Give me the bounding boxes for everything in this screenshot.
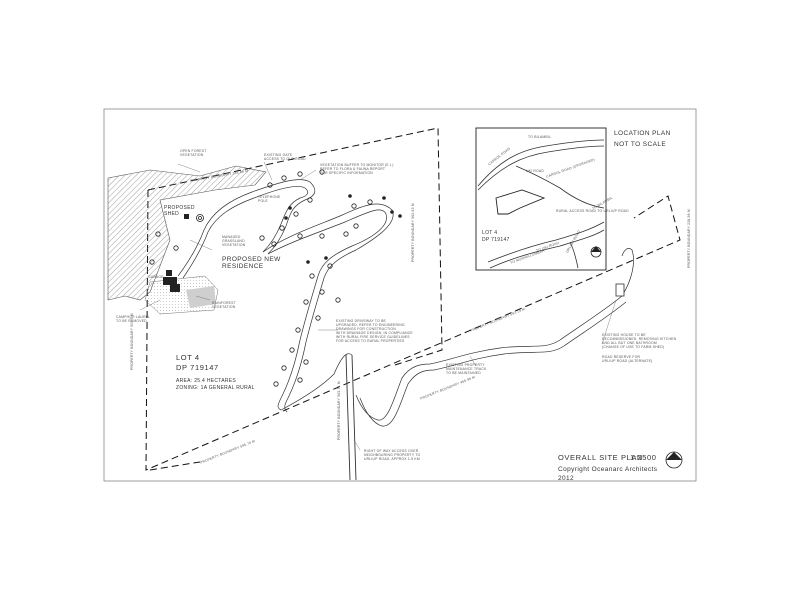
managed-vegetation-note: MANAGED GRASSLAND VEGETATION	[222, 235, 246, 247]
boundary-centre-note: PROPERTY BOUNDARY 562.63 M	[411, 203, 415, 262]
right-of-way-note: RIGHT OF WAY ACCESS OVER NEIGHBOURING PR…	[364, 449, 421, 461]
gate-access-note: EXISTING GATE ACCESS TO OLD ROAD	[264, 153, 306, 161]
garage-label: GARAGE	[148, 275, 164, 279]
boundary-right-note: PROPERTY BOUNDARY 228.98 M	[687, 209, 691, 268]
road-reserve-note: ROAD RESERVE FOR URLIUP ROAD (ALTERNATE)	[602, 355, 653, 363]
open-forest-note: OPEN FOREST VEGETATION	[180, 149, 207, 157]
existing-track-note: EXISTING PROPERTY MAINTENANCE TRACK TO B…	[446, 363, 487, 375]
open-forest-vegetation	[107, 165, 267, 301]
proposed-residence-label: PROPOSED NEW RESIDENCE	[222, 256, 281, 271]
vegetation-buffer-note: VEGETATION BUFFER TO MONITOR (E.I.) REFE…	[320, 163, 394, 175]
site-plan-title: OVERALL SITE PLAN	[558, 453, 643, 462]
property-boundary	[145, 127, 681, 471]
location-plan-inset	[475, 127, 607, 271]
telephone-note: TELEPHONE POLE	[258, 195, 281, 203]
inset-lot-label: LOT 4	[482, 230, 498, 236]
inset-dp-label: DP 719147	[482, 237, 510, 243]
rainforest-note: RAINFOREST VEGETATION	[212, 301, 236, 309]
existing-house	[615, 283, 625, 297]
zoning-label: ZONING: 1A GENERAL RURAL	[176, 385, 255, 391]
inset-road-uki: UKI ROAD	[526, 169, 544, 173]
site-plan-scale: 1:2500	[630, 453, 657, 462]
proposed-residence-footprint	[163, 214, 189, 292]
location-plan-title: LOCATION PLAN	[614, 130, 671, 137]
rainforest-vegetation	[144, 275, 219, 315]
sheet-border	[103, 108, 697, 482]
dp-label: DP 719147	[176, 363, 219, 372]
inset-road-rural: RURAL ACCESS ROAD TO URLIUP ROAD	[556, 209, 629, 213]
north-arrow-icon	[665, 451, 683, 469]
copyright-label: Copyright Oceanarc Architects	[558, 466, 658, 473]
boundary-vertical-note: PROPERTY BOUNDARY 563.71 M	[337, 381, 341, 440]
driveway-note: EXISTING DRIVEWAY TO BE UPGRADED, REFER …	[336, 319, 413, 343]
inset-road-bilambil: TO BILAMBIL	[528, 135, 552, 139]
tree-markers	[149, 169, 402, 387]
leader-lines	[139, 161, 617, 451]
area-label: AREA: 25.4 HECTARES	[176, 378, 237, 384]
existing-house-note: EXISTING HOUSE TO BE DECOMMISSIONED, REM…	[602, 333, 677, 349]
driveway	[177, 179, 634, 481]
copyright-year: 2012	[558, 475, 575, 482]
boundary-left-note: PROPERTY BOUNDARY 500.7 M	[130, 313, 134, 370]
proposed-shed-label: PROPOSED SHED	[164, 205, 195, 217]
location-plan-subtitle: NOT TO SCALE	[614, 141, 667, 148]
camphor-note: CAMPHOR LAUREL TO BE REMOVED	[116, 315, 151, 323]
lot-label: LOT 4	[176, 353, 200, 362]
